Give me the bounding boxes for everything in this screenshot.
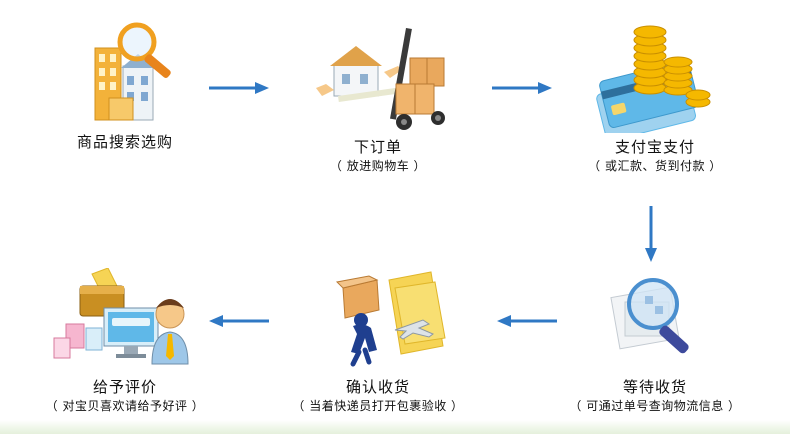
arrow-right-icon [209, 82, 269, 94]
house-hand-truck-icon [316, 27, 445, 130]
arrow-left-icon [497, 315, 557, 327]
arrow-right-icon [492, 82, 552, 94]
coins-card-icon [596, 25, 711, 142]
buildings-magnifier-icon [94, 22, 171, 121]
step-leave-review: 给予评价 （ 对宝贝喜欢请给予好评 ） [5, 267, 245, 415]
courier-plane-icon [335, 271, 446, 367]
step-subtitle: （ 可通过单号查询物流信息 ） [569, 399, 741, 413]
step-search-select: 商品搜索选购 [5, 18, 245, 152]
arrow-down-icon [645, 206, 657, 262]
shopper-computer-icon [53, 267, 189, 365]
step-title: 支付宝支付 [614, 138, 695, 156]
step-title: 商品搜索选购 [76, 133, 173, 151]
step-subtitle: （ 或汇款、货到付款 ） [588, 159, 722, 173]
step-payment: 支付宝支付 （ 或汇款、货到付款 ） [535, 18, 775, 175]
footer-bar [0, 420, 790, 434]
step-confirm-receipt: 确认收货 （ 当着快递员打开包裹验收 ） [258, 268, 498, 415]
magnifier-map-icon [610, 278, 689, 354]
step-title: 确认收货 [345, 378, 410, 396]
step-subtitle: （ 当着快递员打开包裹验收 ） [292, 399, 464, 413]
step-subtitle: （ 对宝贝喜欢请给予好评 ） [45, 399, 205, 413]
step-title: 给予评价 [92, 378, 157, 396]
step-place-order: 下订单 （ 放进购物车 ） [258, 18, 498, 175]
step-title: 下订单 [353, 138, 402, 156]
step-title: 等待收货 [622, 378, 687, 396]
step-await-delivery: 等待收货 （ 可通过单号查询物流信息 ） [535, 268, 775, 415]
step-subtitle: （ 放进购物车 ） [329, 159, 427, 173]
arrow-left-icon [209, 315, 269, 327]
